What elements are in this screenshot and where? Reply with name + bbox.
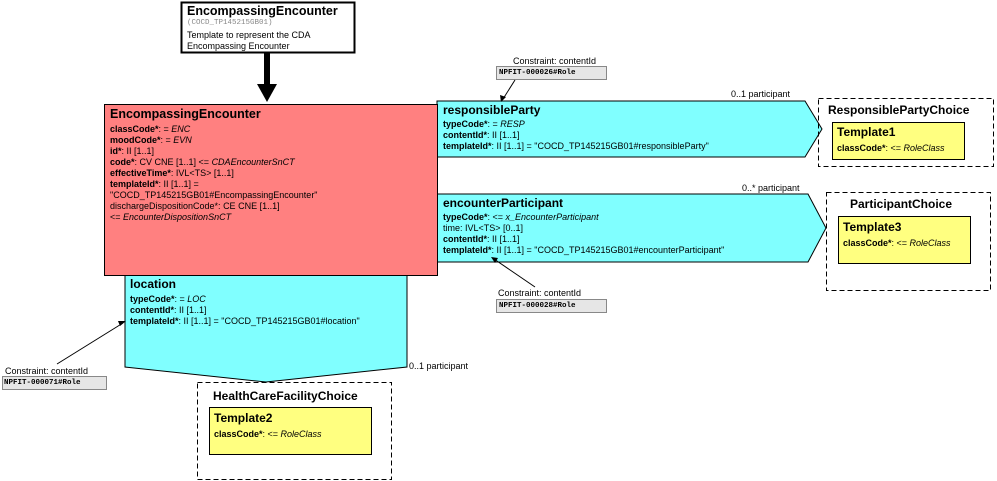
- attr-enum: RoleClass: [903, 143, 945, 153]
- constraint-2-frame: [496, 299, 607, 313]
- constraint-2-label: Constraint: contentId: [498, 288, 582, 298]
- attr-val: : II [1..1] =: [158, 179, 199, 189]
- attr-val: : CV CNE [1..1] <=: [134, 157, 212, 167]
- constraint-3-code: NPFIT-000071#Role: [4, 379, 81, 387]
- responsible-party-title: responsibleParty: [443, 103, 541, 117]
- template1-title: Template1: [837, 125, 896, 139]
- responsible-choice-title: ResponsiblePartyChoice: [828, 103, 970, 117]
- header-code: (COCD_TP145215GB01): [187, 19, 273, 27]
- encounter-shape: [104, 104, 438, 276]
- header-arrow-head: [257, 84, 277, 102]
- template2-title: Template2: [214, 411, 273, 425]
- template1-classcode: classCode*: <= RoleClass: [837, 143, 945, 154]
- constraint-1-frame: [496, 66, 607, 80]
- attr-enum: EVN: [173, 135, 192, 145]
- attr-val: : IVL<TS> [1..1]: [170, 168, 234, 178]
- constraint-3-frame: [2, 376, 107, 390]
- attr-key: typeCode*: [130, 294, 175, 304]
- attr-val: : =: [158, 124, 172, 134]
- header-title: EncompassingEncounter: [187, 4, 338, 18]
- header-desc-2: Encompassing Encounter: [187, 41, 290, 51]
- attr-key: classCode*: [110, 124, 159, 134]
- attr-enum: LOC: [187, 294, 206, 304]
- attr-enum: ENC: [171, 124, 191, 134]
- attr-val: : II [1..1] = "COCD_TP145215GB01#respons…: [491, 141, 709, 151]
- attr-key: typeCode*: [443, 212, 488, 222]
- attr-enum: EncounterDispositionSnCT: [123, 212, 232, 222]
- encounter-discharge: dischargeDispositionCode*: CE CNE [1..1]: [110, 201, 280, 211]
- attr-key: id*: [110, 146, 122, 156]
- template1-frame: [832, 122, 965, 160]
- encounter-template-value: "COCD_TP145215GB01#EncompassingEncounter…: [110, 190, 318, 200]
- constraint-3-label: Constraint: contentId: [5, 366, 89, 376]
- attr-key: effectiveTime*: [110, 168, 171, 178]
- constraint-1-code: NPFIT-000026#Role: [499, 69, 576, 77]
- constraint-2-pointer-head: [491, 257, 498, 263]
- attr-key: classCode*: [214, 429, 263, 439]
- attr-val: : II [1..1]: [121, 146, 155, 156]
- encounter-attributes: classCode*: = ENC moodCode*: = EVN id*: …: [110, 124, 318, 223]
- attr-val: : <=: [487, 212, 506, 222]
- encounter-participant-cardinality: 0..* participant: [742, 183, 800, 193]
- location-title: location: [130, 277, 177, 291]
- location-cardinality: 0..1 participant: [409, 361, 469, 371]
- constraint-1-pointer: [502, 79, 516, 100]
- attr-key: classCode*: [837, 143, 886, 153]
- header-box-frame: [180, 1, 356, 54]
- healthcare-choice-title: HealthCareFacilityChoice: [213, 389, 358, 403]
- attr-val: : <=: [885, 143, 904, 153]
- responsible-party-cardinality: 0..1 participant: [731, 89, 791, 99]
- participant-choice-frame: [826, 192, 991, 291]
- attr-val: : II [1..1]: [174, 305, 207, 315]
- attr-key: contentId*: [130, 305, 174, 315]
- responsible-choice-frame: [818, 98, 994, 167]
- constraint-2-pointer: [493, 258, 536, 288]
- attr-enum: CDAEncounterSnCT: [211, 157, 295, 167]
- attr-key: code*: [110, 157, 135, 167]
- attr-val: : =: [160, 135, 174, 145]
- attr-val: : <=: [891, 238, 910, 248]
- encounter-title: EncompassingEncounter: [110, 107, 261, 121]
- constraint-3-pointer-head: [118, 321, 126, 326]
- attr-key: contentId*: [443, 234, 487, 244]
- location-attributes: typeCode*: = LOC contentId*: II [1..1] t…: [130, 294, 360, 327]
- attr-enum: RoleClass: [280, 429, 322, 439]
- attr-enum: x_EncounterParticipant: [505, 212, 599, 222]
- header-desc-1: Template to represent the CDA: [187, 30, 311, 40]
- constraint-1-label: Constraint: contentId: [513, 56, 597, 66]
- attr-enum: RoleClass: [909, 238, 951, 248]
- attr-key: templateId*: [130, 316, 179, 326]
- participant-time: time: IVL<TS> [0..1]: [443, 223, 524, 233]
- template2-frame: [209, 407, 372, 455]
- attr-val: : II [1..1]: [487, 234, 520, 244]
- attr-key: moodCode*: [110, 135, 161, 145]
- attr-val: : II [1..1]: [487, 130, 520, 140]
- attr-key: classCode*: [843, 238, 892, 248]
- healthcare-choice-frame: [197, 382, 392, 480]
- attr-val: : II [1..1] = "COCD_TP145215GB01#locatio…: [178, 316, 360, 326]
- template3-title: Template3: [843, 220, 902, 234]
- encounter-participant-title: encounterParticipant: [443, 196, 564, 210]
- attr-val: <=: [110, 212, 124, 222]
- template2-classcode: classCode*: <= RoleClass: [214, 429, 322, 440]
- template3-classcode: classCode*: <= RoleClass: [843, 238, 951, 249]
- constraint-3-pointer: [56, 322, 124, 365]
- template3-frame: [838, 216, 971, 264]
- attr-key: contentId*: [443, 130, 487, 140]
- attr-key: templateId*: [443, 141, 492, 151]
- responsible-party-attributes: typeCode*: = RESP contentId* : II [1..1] …: [443, 119, 709, 152]
- attr-key: templateId*: [443, 245, 492, 255]
- attr-key: templateId*: [110, 179, 159, 189]
- participant-choice-title: ParticipantChoice: [850, 197, 953, 211]
- constraint-2-code: NPFIT-000028#Role: [499, 302, 576, 310]
- attr-enum: RESP: [500, 119, 525, 129]
- attr-val: : II [1..1] = "COCD_TP145215GB01#encount…: [491, 245, 725, 255]
- attr-val: : =: [487, 119, 501, 129]
- attr-val: : <=: [262, 429, 281, 439]
- constraint-1-pointer-head: [500, 95, 506, 102]
- attr-key: typeCode*: [443, 119, 488, 129]
- attr-val: : =: [174, 294, 188, 304]
- encounter-participant-attributes: typeCode*: <= x_EncounterParticipant tim…: [443, 212, 724, 256]
